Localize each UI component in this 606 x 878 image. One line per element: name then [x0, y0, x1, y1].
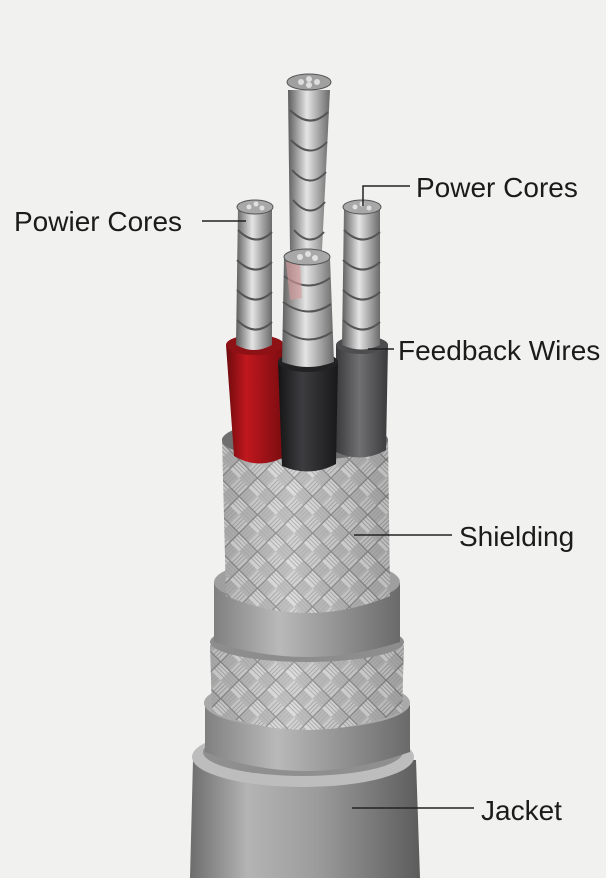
label-jacket: Jacket [481, 795, 562, 826]
center-conductor [286, 73, 332, 256]
label-feedback-wires: Feedback Wires [398, 335, 601, 366]
feedback-insulation [336, 336, 388, 458]
label-shielding: Shielding [459, 521, 575, 552]
middle-conductor [282, 248, 334, 367]
black-insulation [278, 352, 338, 472]
red-insulation [226, 335, 284, 464]
left-conductor [236, 199, 274, 350]
right-conductor [342, 199, 382, 350]
label-power-cores-left: Powier Cores [14, 206, 183, 237]
label-power-cores-right: Power Cores [416, 172, 578, 203]
leader-line-power-right [362, 185, 410, 206]
